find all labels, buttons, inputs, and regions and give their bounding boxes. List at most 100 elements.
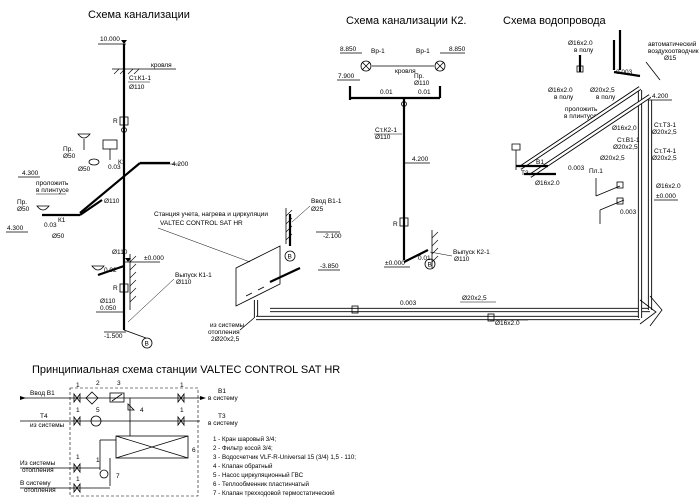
water-d16d: Ø16x2.0 (656, 183, 681, 190)
k1-label-a: К1 (118, 159, 126, 166)
lay-in-plinth-1: проложить (36, 180, 69, 187)
pl1-label: Пл.1 (589, 168, 603, 175)
level-8850-right: 8.850 (449, 46, 466, 53)
level-4200-k1: 4.200 (172, 161, 189, 168)
circle-v-k2: В (428, 262, 432, 269)
level-4300-a: 4.300 (22, 170, 39, 177)
sch-n7: 7 (116, 473, 120, 480)
water-d16a: Ø16x2.0 (548, 87, 573, 94)
station-label-1: Станция учета, нагрева и циркуляции (154, 211, 268, 218)
revision-r-bottom: R (113, 285, 118, 292)
sch-n1c: 1 (76, 407, 80, 414)
title-station-schematic: Принципиальная схема станции VALTEC CONT… (32, 364, 340, 376)
sch-inlet-b1: Ввод В1 (30, 390, 55, 397)
level-4200-k2: 4.200 (412, 156, 429, 163)
sch-n3: 3 (117, 380, 121, 387)
riser-v11-label: Ст.В1-1 (617, 137, 640, 144)
legend: 1 - Кран шаровый 3/4; 2 - Фильтр косой 3… (213, 436, 356, 497)
heating-from-1: из системы (210, 322, 245, 329)
level-minus-1500: -1.500 (104, 333, 123, 340)
fixture-pr-label: Пр. (63, 146, 73, 153)
circle-v-station: В (288, 254, 292, 261)
sch-heat-from-1: Из системы (20, 460, 56, 467)
pipe-d110b: Ø110 (112, 249, 128, 256)
sch-n1g: 1 (96, 457, 100, 464)
riser-k2-label: Ст.К2-1 (375, 127, 397, 134)
sewer-k2-scheme: 8.850 8.850 7.900 Вр-1 Вр-1 кровля Пр. Ø… (337, 46, 490, 270)
title-sewer-k2: Схема канализации К2. (346, 15, 467, 27)
vent-vr1-right: Вр-1 (416, 48, 430, 55)
riser-k1-label: Ст.К1-1 (129, 75, 151, 82)
level-7900: 7.900 (338, 73, 355, 80)
legend-item-6: 6 - Теплообменник пластинчатый (213, 481, 310, 488)
station-schematic: Ввод В1 1 2 3 1 В1 в систему Т4 из систе… (20, 380, 238, 497)
inlet-b1-diameter: Ø25 (311, 206, 324, 213)
water-d20a-floor: в полу (596, 94, 616, 101)
water-d16c: Ø16x2.0 (535, 180, 560, 187)
title-sewer-k1: Схема канализации (88, 9, 190, 21)
heating-from-2: отопления (208, 329, 240, 336)
water-level-0000: ±0.000 (656, 193, 676, 200)
outlet-k1-diameter: Ø110 (176, 279, 192, 286)
main-d20: Ø20x2,5 (462, 295, 487, 302)
fixture-d50b: Ø50 (52, 233, 65, 240)
fixture-pr2-diameter: Ø50 (17, 206, 30, 213)
sch-heat-to-2: отопления (24, 487, 56, 494)
legend-item-4: 4 - Клапан обратный (213, 463, 273, 470)
riser-t41-diameter: Ø20x2,5 (652, 155, 677, 162)
revision-r-k2: R (393, 221, 398, 228)
fixture-pr2-label: Пр. (17, 199, 27, 206)
riser-k1-diameter: Ø110 (129, 84, 145, 91)
level-0000-k1: ±0.000 (144, 255, 164, 262)
water-d16-top: Ø16x2.0 (568, 40, 593, 47)
water-lay-2: в плинтусе (564, 113, 597, 120)
water-slope-b: 0.003 (620, 209, 637, 216)
title-water-supply: Схема водопровода (503, 15, 607, 27)
station-label-2: VALTEC CONTROL SAT HR (160, 220, 243, 227)
sch-n1e: 1 (76, 454, 80, 461)
sch-n2: 2 (96, 380, 100, 387)
sch-b1-out-2: в систему (208, 395, 238, 402)
water-supply-scheme: Ø16x2.0 в полу автоматический воздухоотв… (511, 30, 699, 327)
slope-003-b: 0.03 (44, 222, 57, 229)
station-valtec: Станция учета, нагрева и циркуляции VALT… (154, 198, 342, 343)
roof-k2: кровля (395, 68, 416, 75)
sch-b1-out: В1 (218, 388, 226, 395)
inlet-b1-label: Ввод В1-1 (311, 198, 342, 205)
outlet-k1-label: Выпуск К1-1 (175, 272, 212, 279)
heating-diameter: 2Ø20x2,5 (211, 336, 240, 343)
auto-vent-2: воздухоотводчик (648, 48, 699, 55)
roof-label: кровля (151, 62, 172, 69)
vent-vr1-left: Вр-1 (371, 48, 385, 55)
riser-k2-diameter: Ø110 (375, 134, 391, 141)
sch-t4-from: из системы (30, 422, 65, 429)
main-pipelines: 0.003 Ø20x2,5 Ø16x2.0 (253, 90, 653, 327)
level-0050: 0.050 (100, 305, 117, 312)
sch-n1f: 1 (76, 476, 80, 483)
auto-vent-d: Ø15 (664, 55, 677, 62)
pipe-d110a: Ø110 (104, 198, 120, 205)
legend-item-5: 5 - Насос циркуляционный ГВС (213, 472, 304, 479)
sch-n6: 6 (192, 447, 196, 454)
label-v1: В1 (536, 159, 544, 166)
water-d20b: Ø20x2,5 (600, 155, 625, 162)
sch-n1a: 1 (76, 382, 80, 389)
level-4300-b: 4.300 (7, 225, 24, 232)
legend-item-2: 2 - Фильтр косой 3/4; (213, 445, 273, 452)
water-d16a-floor: в полу (554, 94, 574, 101)
legend-item-3: 3 - Водосчетчик VLF-R-Universal 15 (3/4)… (213, 454, 356, 461)
riser-t41-label: Ст.Т4-1 (654, 148, 677, 155)
sch-t4: Т4 (40, 413, 48, 420)
level-minus-3850: -3.850 (320, 263, 339, 270)
auto-vent-1: автоматический (648, 40, 697, 48)
fixture-pr-diameter: Ø50 (63, 153, 76, 160)
slope-001-a: 0.01 (380, 89, 393, 96)
level-0000-k2: ±0.000 (385, 260, 405, 267)
level-8850-left: 8.850 (340, 46, 357, 53)
sch-n4: 4 (140, 407, 144, 414)
sch-n1b: 1 (180, 382, 184, 389)
level-minus-2100: -2.100 (323, 233, 342, 240)
legend-item-7: 7 - Клапан трехходовой термостатический (213, 490, 335, 497)
riser-t31-label: Ст.Т3-1 (654, 122, 677, 129)
